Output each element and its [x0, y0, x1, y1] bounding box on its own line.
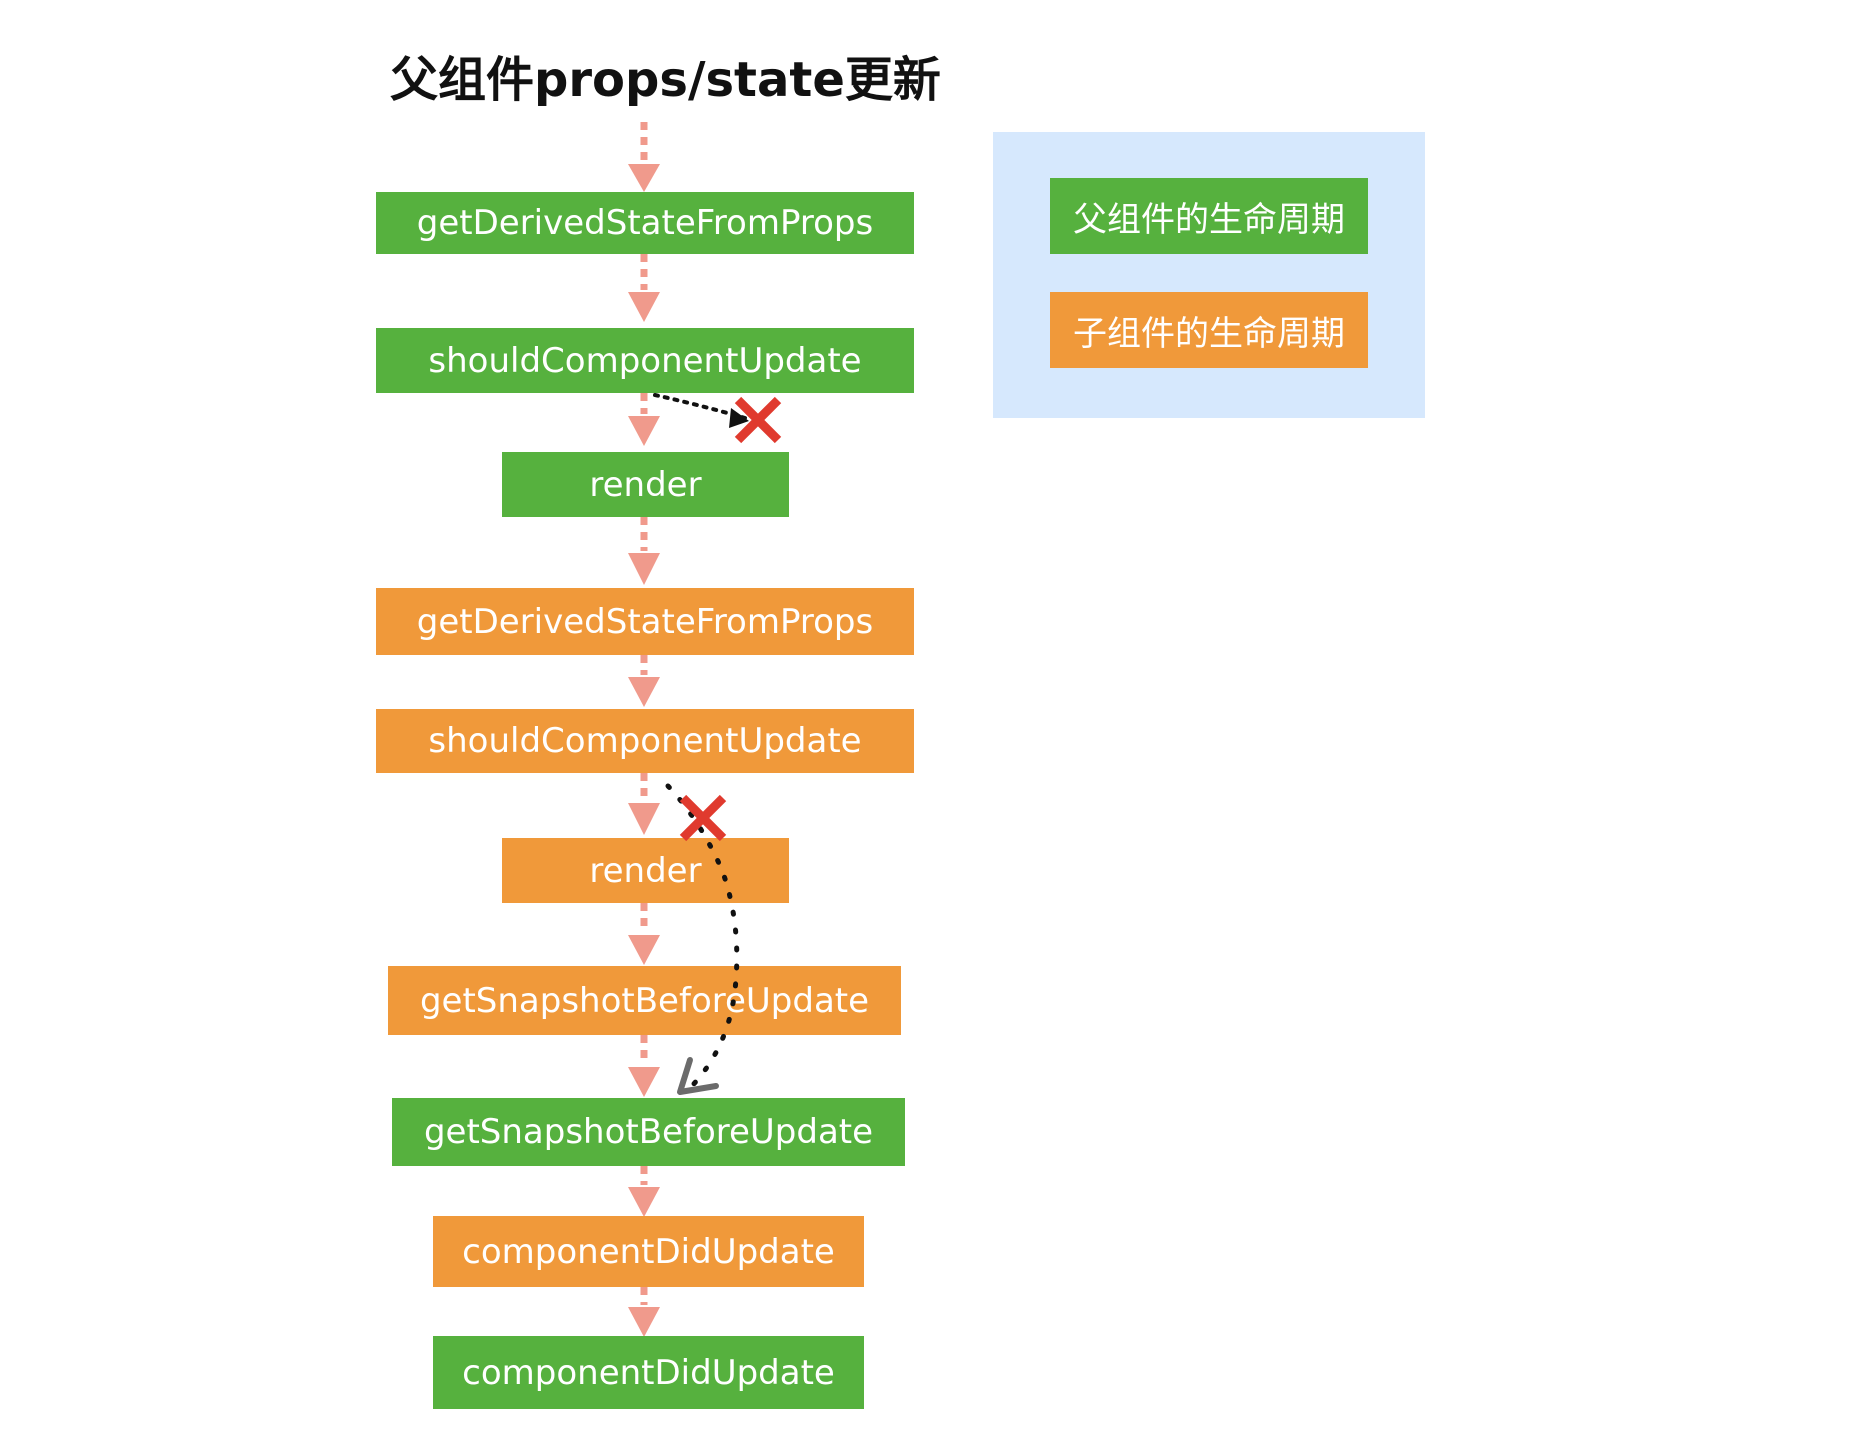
lifecycle-node-parent: componentDidUpdate	[433, 1336, 864, 1409]
lifecycle-node-child: render	[502, 838, 789, 903]
lifecycle-node-label: shouldComponentUpdate	[428, 721, 862, 761]
lifecycle-node-label: getDerivedStateFromProps	[416, 601, 874, 642]
skip-path	[665, 783, 740, 1093]
lifecycle-node-child: getSnapshotBeforeUpdate	[388, 966, 901, 1035]
lifecycle-node-child: getDerivedStateFromProps	[376, 588, 914, 655]
diagram-title: 父组件props/state更新	[390, 52, 941, 108]
arrowhead-icon	[628, 803, 660, 835]
arrowhead-icon	[628, 292, 660, 322]
legend-item-label: 父组件的生命周期	[1073, 199, 1345, 240]
lifecycle-node-parent: render	[502, 452, 789, 517]
arrowhead-icon	[677, 1057, 719, 1095]
skip-path	[653, 393, 747, 420]
lifecycle-node-label: componentDidUpdate	[462, 1352, 835, 1393]
lifecycle-node-label: render	[589, 850, 702, 891]
arrowhead-icon	[628, 935, 660, 965]
arrowhead-icon	[729, 408, 749, 428]
cross-icon	[679, 794, 727, 842]
arrowhead-icon	[628, 164, 660, 192]
lifecycle-node-label: shouldComponentUpdate	[428, 340, 862, 381]
legend-item-label: 子组件的生命周期	[1073, 313, 1345, 354]
lifecycle-node-label: getSnapshotBeforeUpdate	[423, 1112, 874, 1152]
arrowhead-icon	[628, 1187, 660, 1217]
lifecycle-node-label: componentDidUpdate	[462, 1231, 835, 1272]
arrowhead-icon	[628, 1307, 660, 1337]
lifecycle-node-child: componentDidUpdate	[433, 1216, 864, 1287]
lifecycle-node-label: getDerivedStateFromProps	[416, 203, 874, 243]
lifecycle-node-parent: getSnapshotBeforeUpdate	[392, 1098, 905, 1166]
arrowhead-icon	[628, 553, 660, 585]
lifecycle-node-parent: shouldComponentUpdate	[376, 328, 914, 393]
legend-item-parent: 父组件的生命周期	[1050, 178, 1368, 254]
lifecycle-node-label: getSnapshotBeforeUpdate	[419, 980, 870, 1021]
legend-item-child: 子组件的生命周期	[1050, 292, 1368, 368]
cross-icon	[734, 396, 782, 444]
lifecycle-node-parent: getDerivedStateFromProps	[376, 192, 914, 254]
arrowhead-icon	[628, 416, 660, 446]
lifecycle-node-child: shouldComponentUpdate	[376, 709, 914, 773]
lifecycle-node-label: render	[589, 464, 702, 505]
legend: 父组件的生命周期 子组件的生命周期	[993, 132, 1425, 418]
arrowhead-icon	[628, 1067, 660, 1097]
arrowhead-icon	[628, 677, 660, 707]
